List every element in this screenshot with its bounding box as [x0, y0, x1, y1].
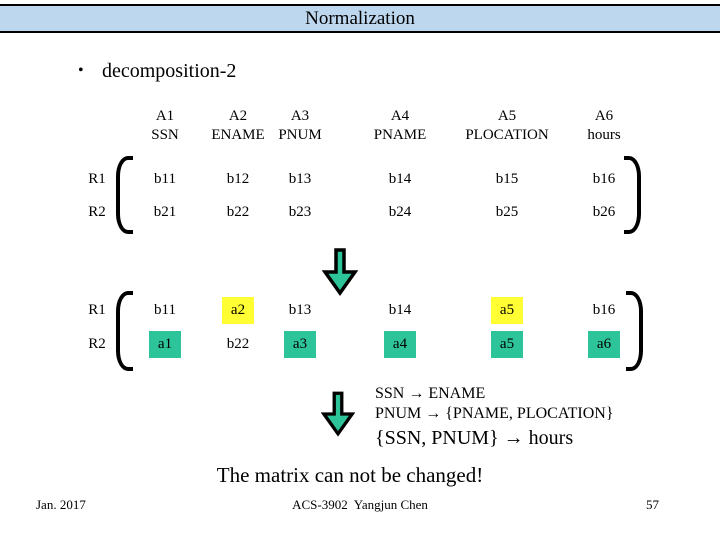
matrix2-cell: a5	[447, 329, 567, 359]
cell-value: b11	[154, 301, 176, 318]
highlighted-cell-value: a6	[587, 330, 621, 358]
row-label-r1: R1	[88, 302, 106, 318]
column-name: SSN	[151, 127, 179, 143]
column-attr: A2	[228, 108, 248, 124]
matrix2-cell: b16	[564, 295, 644, 325]
matrix2-cell: a3	[260, 329, 340, 359]
column-header-a6: A6 hours	[564, 107, 644, 145]
footer-credit: ACS-3902 Yangjun Chen	[292, 497, 428, 512]
column-name: hours	[587, 127, 621, 143]
matrix1-cell: b23	[288, 204, 312, 220]
cell-value: b14	[388, 301, 412, 318]
conclusion-note: The matrix can not be changed!	[216, 463, 484, 487]
row-label-r1: R1	[88, 171, 106, 187]
row-label-r2: R2	[88, 204, 106, 220]
functional-dependencies: SSN → ENAME PNUM → {PNAME, PLOCATION} {S…	[375, 384, 614, 450]
column-attr: A1	[155, 108, 175, 124]
matrix2-cell: b14	[360, 295, 440, 325]
matrix1-cell: b13	[288, 171, 312, 187]
matrix1-cell: b16	[592, 171, 616, 187]
matrix2-cell: a5	[447, 295, 567, 325]
column-name: PNUM	[278, 127, 322, 143]
matrix1-left-bracket	[116, 156, 133, 234]
matrix1-cell: b15	[495, 171, 519, 187]
column-header-a2: A2 ENAME	[198, 107, 278, 145]
matrix2-cell: b22	[198, 329, 278, 359]
cell-value: b13	[288, 301, 312, 318]
cell-value: b16	[592, 301, 616, 318]
fd-line: SSN → ENAME	[375, 385, 486, 402]
column-header-a1: A1 SSN	[125, 107, 205, 145]
matrix1-cell: b11	[154, 171, 176, 187]
footer-date: Jan. 2017	[36, 497, 86, 512]
column-header-a3: A3 PNUM	[260, 107, 340, 145]
matrix1-cell: b22	[226, 204, 250, 220]
matrix2-cell: a1	[125, 329, 205, 359]
column-attr: A6	[594, 108, 614, 124]
fd-line: {SSN, PNUM} → hours	[375, 427, 574, 449]
column-header-a5: A5 PLOCATION	[447, 107, 567, 145]
matrix2-cell: b13	[260, 295, 340, 325]
column-attr: A3	[290, 108, 310, 124]
cell-value: b22	[226, 335, 250, 352]
down-arrow-icon	[321, 391, 355, 437]
column-attr: A5	[497, 108, 517, 124]
slide-title-bar: Normalization	[0, 4, 720, 33]
fd-line: PNUM → {PNAME, PLOCATION}	[375, 405, 614, 422]
column-name: ENAME	[211, 127, 265, 143]
matrix1-cell: b21	[153, 204, 177, 220]
column-name: PNAME	[373, 127, 427, 143]
matrix2-left-bracket	[116, 291, 133, 371]
column-attr: A4	[390, 108, 410, 124]
matrix2-cell: a6	[564, 329, 644, 359]
down-arrow-icon	[322, 248, 358, 296]
highlighted-cell-value: a5	[490, 296, 524, 324]
bullet-icon: •	[78, 62, 84, 79]
column-name: PLOCATION	[465, 127, 549, 143]
highlighted-cell-value: a1	[148, 330, 182, 358]
highlighted-cell-value: a5	[490, 330, 524, 358]
matrix2-right-bracket	[626, 291, 643, 371]
bullet-item: • decomposition-2	[78, 60, 236, 83]
matrix1-cell: b24	[388, 204, 412, 220]
row-label-r2: R2	[88, 336, 106, 352]
highlighted-cell-value: a2	[221, 296, 255, 324]
highlighted-cell-value: a3	[283, 330, 317, 358]
bullet-text: decomposition-2	[102, 60, 237, 82]
matrix2-cell: a2	[198, 295, 278, 325]
column-header-a4: A4 PNAME	[360, 107, 440, 145]
highlighted-cell-value: a4	[383, 330, 417, 358]
matrix1-right-bracket	[624, 156, 641, 234]
matrix1-cell: b14	[388, 171, 412, 187]
matrix1-cell: b26	[592, 204, 616, 220]
matrix2-cell: b11	[125, 295, 205, 325]
matrix1-cell: b12	[226, 171, 250, 187]
matrix1-cell: b25	[495, 204, 519, 220]
matrix2-cell: a4	[360, 329, 440, 359]
page-title: Normalization	[305, 7, 415, 29]
footer-page-number: 57	[646, 497, 659, 512]
